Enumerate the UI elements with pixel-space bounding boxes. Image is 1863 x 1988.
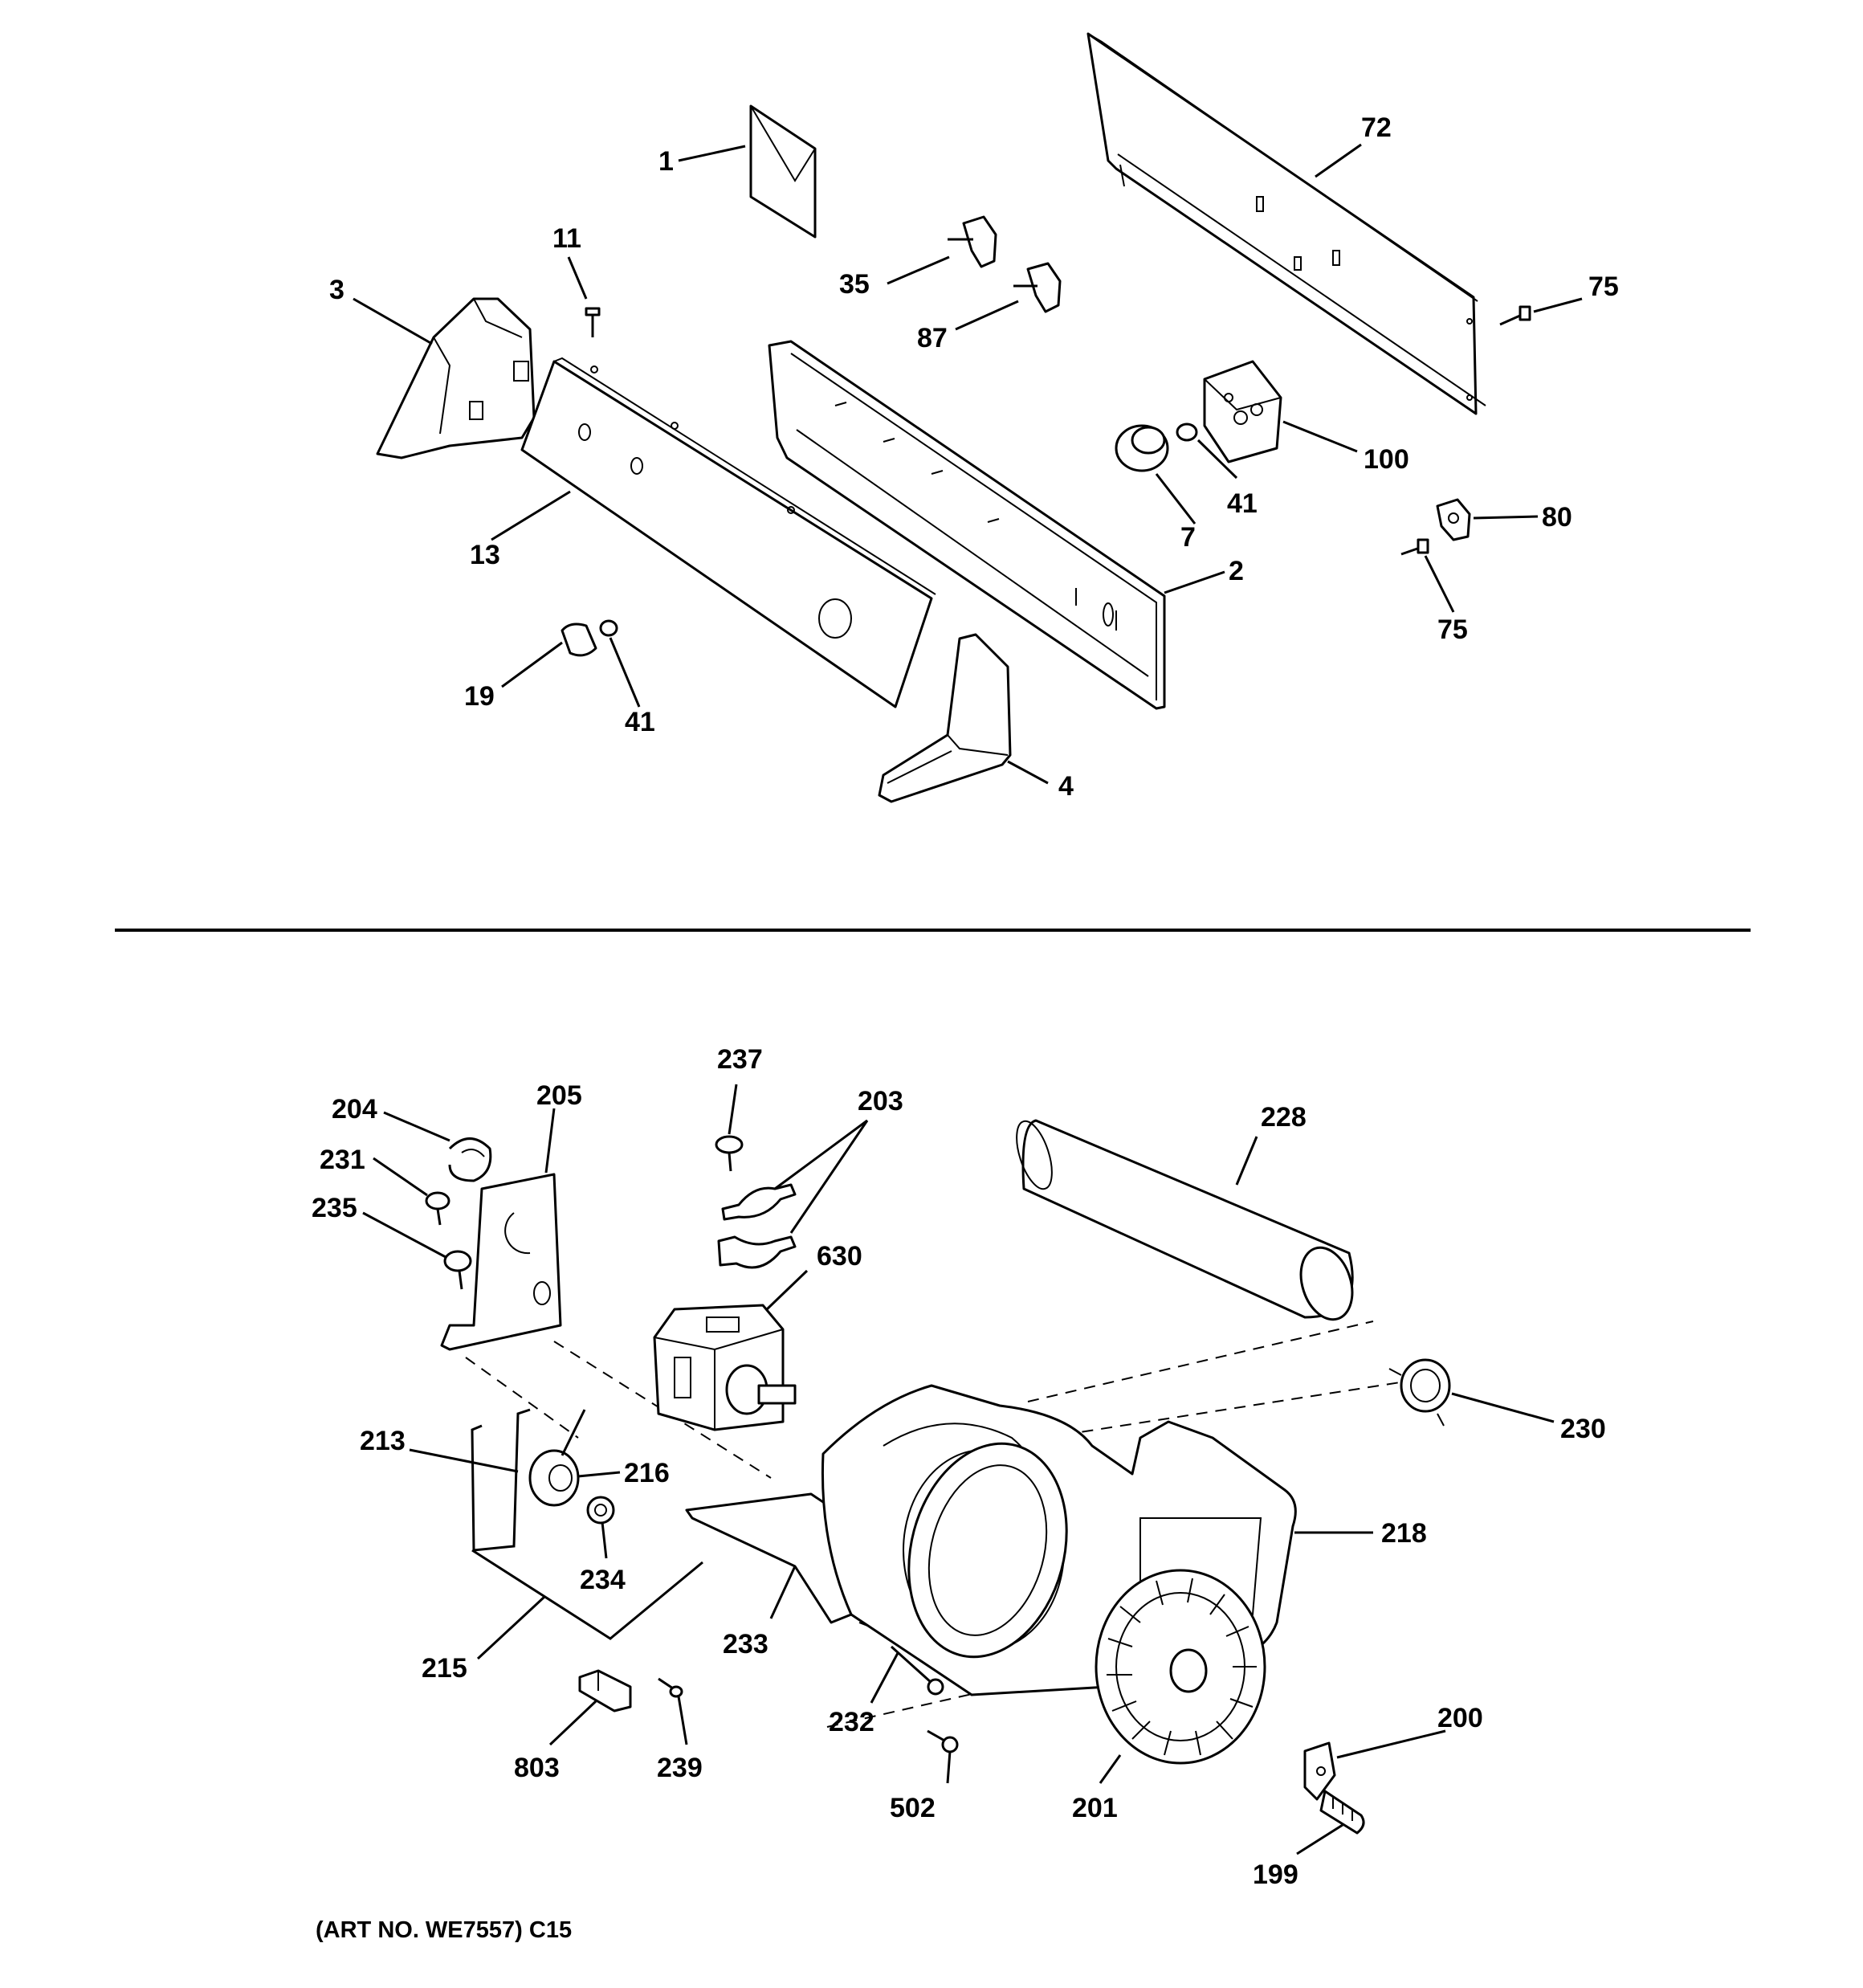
- callout-216: 216: [624, 1458, 670, 1488]
- upper-callouts: 1 72 11 35 75 3 87 100 41 7 80 13 2 75 1…: [329, 112, 1619, 802]
- part-234-nut: [586, 1496, 615, 1525]
- callout-239: 239: [657, 1753, 703, 1783]
- callout-11: 11: [552, 223, 581, 254]
- part-228-duct: [1016, 1119, 1354, 1321]
- part-35-bracket: [948, 215, 997, 268]
- callout-80: 80: [1542, 502, 1572, 533]
- callout-803: 803: [514, 1753, 560, 1783]
- callout-199: 199: [1253, 1859, 1298, 1890]
- part-75-screw-upper: [1499, 305, 1531, 326]
- part-205-bracket-plate: [440, 1173, 562, 1351]
- callout-232: 232: [829, 1707, 874, 1737]
- part-87-bracket: [1013, 262, 1062, 313]
- callout-235: 235: [312, 1193, 357, 1223]
- part-235-fastener: [443, 1250, 472, 1290]
- callout-234: 234: [580, 1565, 626, 1595]
- callout-200: 200: [1437, 1703, 1483, 1733]
- callout-35: 35: [839, 269, 870, 300]
- part-2-panel-frame: [768, 340, 1166, 710]
- part-4-end-cap-right: [878, 633, 1012, 803]
- part-13-control-panel: [520, 357, 936, 708]
- part-216-idler-pulley: [528, 1409, 586, 1507]
- lower-callouts: 237 203 204 205 228 231 235 630 230 213 …: [312, 1044, 1606, 1890]
- part-201-blower-wheel: [1095, 1569, 1266, 1765]
- part-230-thermostat: [1388, 1358, 1451, 1427]
- part-199-bolt: [1319, 1790, 1365, 1835]
- callout-203: 203: [858, 1086, 903, 1116]
- blower-ring: [907, 1442, 1068, 1659]
- callout-41-lower: 41: [625, 707, 655, 737]
- callout-1: 1: [658, 146, 674, 177]
- callout-75-lower: 75: [1437, 614, 1468, 645]
- part-215-rod: [471, 1549, 703, 1640]
- part-630-switch: [653, 1304, 797, 1431]
- part-204-clip: [448, 1137, 492, 1182]
- lower-leader-lines: [362, 1084, 1555, 1855]
- callout-4: 4: [1058, 771, 1074, 802]
- part-7-knob: [1115, 424, 1169, 472]
- callout-237: 237: [717, 1044, 763, 1075]
- part-237-push-pin: [715, 1135, 744, 1172]
- callout-233: 233: [723, 1629, 768, 1659]
- callout-231: 231: [320, 1145, 365, 1175]
- art-number-caption: (ART NO. WE7557) C15: [316, 1917, 572, 1943]
- callout-72: 72: [1361, 112, 1392, 143]
- part-203-clamp-upper: [721, 1183, 797, 1221]
- part-502-screw: [927, 1729, 959, 1753]
- part-41-knob-insert-lower: [599, 619, 618, 637]
- part-232-bolt: [890, 1645, 944, 1696]
- callout-205: 205: [536, 1080, 582, 1111]
- part-1-envelope: [749, 104, 817, 239]
- part-80-bracket: [1436, 498, 1471, 541]
- callout-100: 100: [1364, 444, 1409, 475]
- callout-213: 213: [360, 1426, 406, 1456]
- part-3-end-cap-left: [376, 297, 536, 459]
- callout-201: 201: [1072, 1793, 1118, 1823]
- callout-87: 87: [917, 323, 948, 353]
- part-213-tube: [471, 1408, 531, 1552]
- part-100-switch-block: [1203, 360, 1282, 463]
- part-231-fastener: [425, 1191, 450, 1226]
- callout-630: 630: [817, 1241, 862, 1272]
- callout-204: 204: [332, 1094, 377, 1125]
- part-233-mount-arm: [685, 1492, 853, 1624]
- callout-215: 215: [422, 1653, 467, 1684]
- part-41-knob-insert-upper: [1176, 423, 1198, 442]
- part-203-clamp-lower: [717, 1235, 797, 1269]
- callout-228: 228: [1261, 1102, 1307, 1133]
- callout-41-upper: 41: [1227, 488, 1258, 519]
- part-803-block: [578, 1669, 632, 1712]
- part-19-small-knob: [561, 623, 597, 657]
- callout-3: 3: [329, 275, 344, 305]
- callout-75-upper: 75: [1588, 271, 1619, 302]
- callout-13: 13: [470, 540, 500, 570]
- part-200-clip: [1303, 1741, 1336, 1801]
- callout-218: 218: [1381, 1518, 1427, 1549]
- part-239-screw: [658, 1677, 683, 1698]
- callout-19: 19: [464, 681, 495, 712]
- upper-leader-lines: [353, 143, 1583, 785]
- part-72-back-panel: [1086, 32, 1486, 415]
- callout-7: 7: [1180, 522, 1196, 553]
- callout-2: 2: [1229, 556, 1244, 586]
- part-11-screw: [585, 307, 601, 337]
- callout-502: 502: [890, 1793, 936, 1823]
- part-75-screw-lower: [1400, 538, 1429, 556]
- callout-230: 230: [1560, 1414, 1606, 1444]
